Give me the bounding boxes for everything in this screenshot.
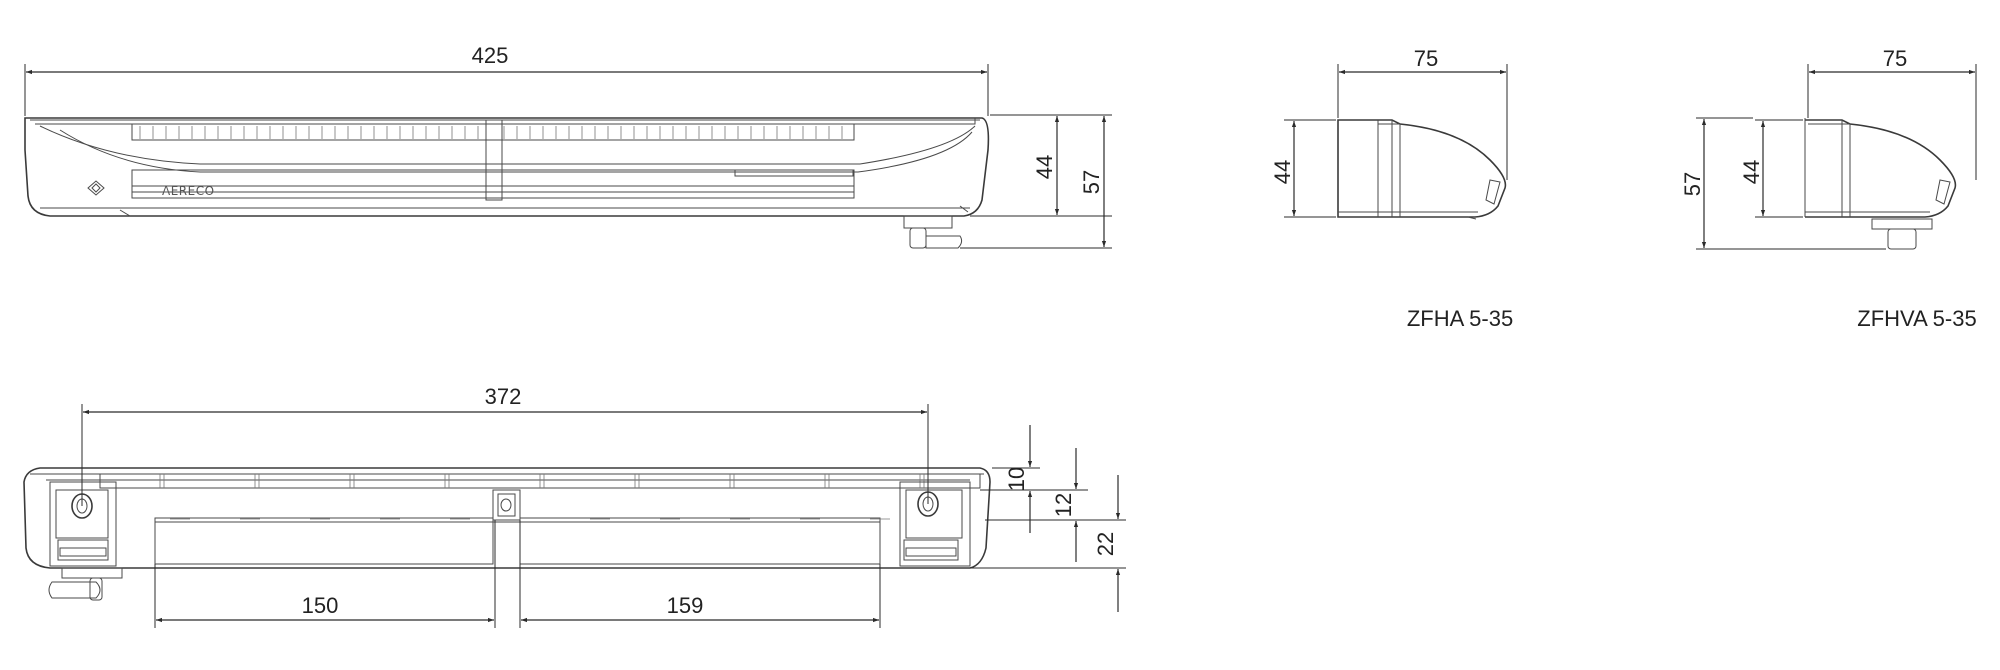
bottom-view-centre-fixing (492, 489, 521, 521)
bottom-view-right-fixing (899, 481, 971, 567)
front-view-foot (903, 215, 963, 249)
dimension-372: 372 (81, 384, 929, 506)
front-view-inner-curve (39, 125, 976, 165)
side-view-zfhva-outline (1805, 119, 1957, 218)
dimension-10: 10 (980, 425, 1040, 533)
dimension-zfhva-75: 75 (1807, 46, 1977, 180)
dimension-10-label: 10 (1004, 467, 1029, 491)
front-view-grille-slats (139, 126, 843, 139)
dimension-22-label: 22 (1093, 532, 1118, 556)
front-view-brand-text: AERECO (162, 184, 215, 198)
dimension-57-label: 57 (1079, 170, 1104, 194)
front-view-top-lip (30, 118, 980, 125)
dimension-zfha-75: 75 (1337, 46, 1508, 180)
front-view-grille (131, 123, 855, 141)
dimension-zfhva-44: 44 (1739, 119, 1803, 218)
caption-zfha: ZFHA 5-35 (1407, 306, 1513, 331)
dimension-12-label: 12 (1051, 493, 1076, 517)
front-view-body-outline (24, 117, 990, 217)
front-view: AERECO 425 44 57 (24, 43, 1112, 249)
dimension-zfhva-44-label: 44 (1739, 160, 1764, 184)
side-view-zfhva-foot (1871, 218, 1933, 250)
aereco-logo-icon (87, 180, 105, 196)
caption-zfhva: ZFHVA 5-35 (1857, 306, 1976, 331)
dimension-425: 425 (24, 43, 989, 116)
bottom-view-foot (48, 567, 123, 601)
dimension-zfha-44-label: 44 (1270, 160, 1295, 184)
bottom-view: 372 150 159 10 12 (23, 384, 1126, 628)
bottom-view-left-fixing (49, 481, 117, 567)
dimension-425-label: 425 (472, 43, 509, 68)
bottom-view-right-slot (519, 517, 881, 565)
dimension-zfhva-57: 57 (1680, 117, 1886, 250)
dimension-372-label: 372 (485, 384, 522, 409)
dimension-zfha-44: 44 (1270, 119, 1336, 218)
dimension-zfha-75-label: 75 (1414, 46, 1438, 71)
dimension-zfhva-75-label: 75 (1883, 46, 1907, 71)
dimension-44: 44 (970, 114, 1112, 217)
dimension-150-label: 150 (302, 593, 339, 618)
dimension-12: 12 (985, 448, 1088, 562)
side-view-zfhva: 75 44 57 ZFHVA 5-35 (1680, 46, 1977, 331)
side-view-zfha-outline (1337, 119, 1507, 218)
dimension-150: 150 (154, 520, 496, 628)
dimension-159-label: 159 (667, 593, 704, 618)
side-view-zfha: 75 44 ZFHA 5-35 (1270, 46, 1513, 331)
dimension-zfhva-57-label: 57 (1680, 172, 1705, 196)
bottom-view-clips (159, 474, 925, 488)
dimension-159: 159 (519, 520, 881, 628)
dimension-57: 57 (960, 116, 1112, 249)
dimension-22: 22 (970, 475, 1126, 612)
dimension-44-label: 44 (1032, 155, 1057, 179)
bottom-view-left-slot (154, 517, 494, 565)
front-view-centre-post (485, 119, 503, 201)
centre-fixing-hole-icon (500, 498, 512, 512)
